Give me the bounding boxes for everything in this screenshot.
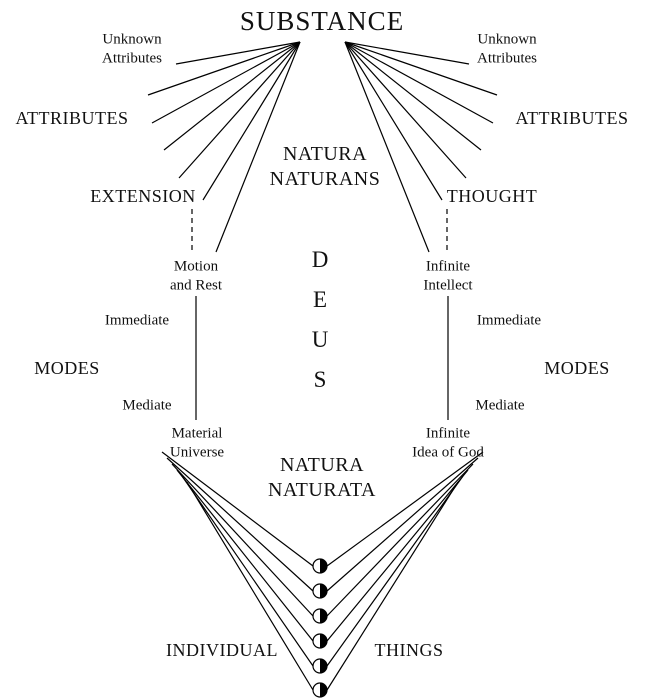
modes-right-label: MODES bbox=[544, 357, 610, 378]
individual-things-fan-left bbox=[161, 451, 314, 691]
attributes-left-label: ATTRIBUTES bbox=[15, 107, 129, 128]
individual-thing-node bbox=[312, 558, 328, 574]
deus-label: D E U S bbox=[311, 247, 329, 392]
individual-thing-node bbox=[312, 583, 328, 599]
infinite-intellect-label: Infinite Intellect bbox=[423, 258, 473, 293]
individual-thing-node bbox=[312, 633, 328, 649]
material-universe-label: Material Universe bbox=[169, 425, 225, 460]
mediate-left-label: Mediate bbox=[122, 397, 172, 414]
individual-thing-node bbox=[312, 658, 328, 674]
individual-thing-nodes bbox=[312, 558, 328, 698]
mediate-right-label: Mediate bbox=[475, 397, 525, 414]
individual-thing-node bbox=[312, 682, 328, 698]
natura-naturans-label: NATURA NATURANS bbox=[269, 143, 381, 190]
immediate-right-label: Immediate bbox=[476, 312, 542, 329]
individual-thing-node bbox=[312, 608, 328, 624]
unknown-attributes-right-label: Unknown Attributes bbox=[477, 31, 537, 66]
thought-label: THOUGHT bbox=[446, 185, 538, 206]
individual-things-fan-right bbox=[326, 451, 484, 691]
attribute-fan-left bbox=[147, 41, 301, 253]
substance-label: SUBSTANCE bbox=[239, 6, 405, 37]
things-label: THINGS bbox=[374, 639, 444, 660]
extension-label: EXTENSION bbox=[90, 185, 196, 206]
modes-left-label: MODES bbox=[34, 357, 100, 378]
natura-naturata-label: NATURA NATURATA bbox=[268, 454, 376, 501]
immediate-left-label: Immediate bbox=[104, 312, 170, 329]
attribute-fan-right bbox=[344, 41, 498, 253]
unknown-attributes-left-label: Unknown Attributes bbox=[102, 31, 162, 66]
attributes-right-label: ATTRIBUTES bbox=[515, 107, 629, 128]
infinite-idea-of-god-label: Infinite Idea of God bbox=[412, 425, 484, 460]
motion-and-rest-label: Motion and Rest bbox=[169, 258, 223, 293]
individual-label: INDIVIDUAL bbox=[166, 639, 278, 660]
